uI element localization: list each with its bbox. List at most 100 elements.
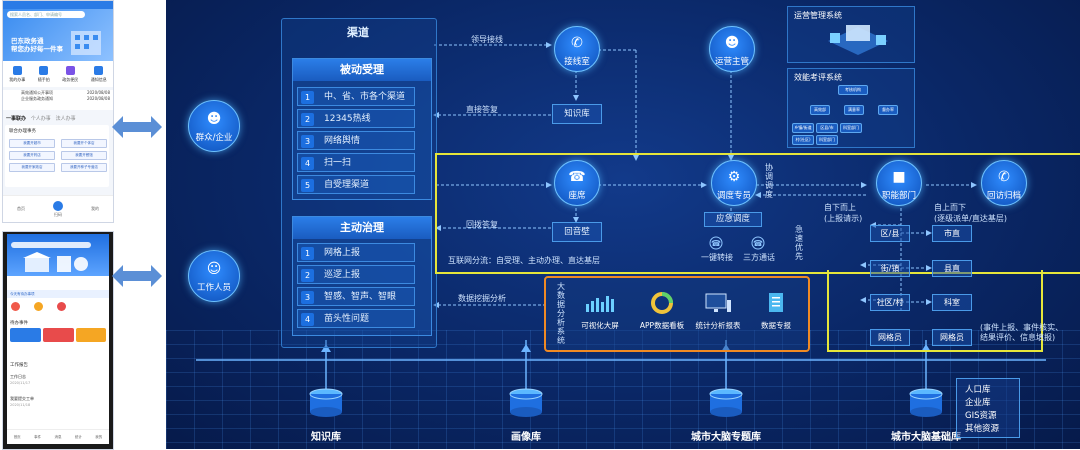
label-three-way: 三方通话 bbox=[743, 253, 775, 262]
bottom-nav: 首页 扫码 我的 bbox=[3, 195, 113, 222]
card-title: 联合办理事务 bbox=[9, 129, 36, 134]
dispatcher-node: ⚙ 调度专员 bbox=[711, 160, 757, 206]
affair-button[interactable]: 我要开家政店 bbox=[9, 163, 55, 172]
top-down-label: 自上而下(逐级派单/直达基层) bbox=[934, 203, 1007, 223]
double-arrow-icon bbox=[112, 265, 162, 287]
quick-icon-snapshot[interactable]: 随手拍 bbox=[38, 65, 50, 83]
staff-tip-bar[interactable]: 今天有待办事项 bbox=[7, 290, 109, 298]
task-icon[interactable] bbox=[11, 302, 20, 311]
banner-subtitle: 帮您办好每一件事 bbox=[11, 45, 63, 53]
callback-node: ✆ 回访归档 bbox=[981, 160, 1027, 206]
nav-item[interactable]: 首页 bbox=[13, 434, 21, 439]
level-right: 网格员 bbox=[932, 329, 972, 346]
person-icon: ☺ bbox=[206, 261, 222, 277]
label-reply: 回拨答复 bbox=[466, 220, 498, 229]
service-icon bbox=[65, 65, 75, 75]
search-input[interactable]: 搜索人员名、部门、申请编号 bbox=[7, 11, 85, 18]
seat-node: ☎ 座席 bbox=[554, 160, 600, 206]
label-direct: 直接答复 bbox=[466, 105, 498, 114]
database-icon bbox=[709, 388, 743, 417]
government-building-icon bbox=[23, 252, 88, 272]
active-title: 主动治理 bbox=[293, 217, 431, 239]
building-icon: ■ bbox=[892, 169, 906, 185]
nav-item[interactable]: 统计 bbox=[74, 434, 82, 439]
tab-personal[interactable]: 个人办事 bbox=[30, 116, 51, 122]
bell-icon bbox=[94, 65, 104, 75]
report-icon[interactable] bbox=[34, 302, 43, 311]
eval-node: 区县/市 bbox=[816, 123, 838, 133]
tool-stat-report: 统计分析报表 bbox=[688, 292, 748, 331]
ops-title: 运营管理系统 bbox=[794, 11, 842, 20]
level-left: 街/镇 bbox=[870, 260, 910, 277]
database-icon bbox=[309, 388, 343, 417]
section-todo: 待办事件 bbox=[10, 321, 28, 326]
nav-item[interactable]: 事件 bbox=[34, 434, 42, 439]
manager-node: ☻ 运营主管 bbox=[709, 26, 755, 72]
db-label: 城市大脑专题库 bbox=[691, 432, 761, 443]
alert-icon[interactable] bbox=[57, 302, 66, 311]
database-icon bbox=[509, 388, 543, 417]
phone-callback-icon: ✆ bbox=[998, 169, 1010, 185]
level-left: 社区/村 bbox=[870, 294, 910, 311]
staff-bottom-nav: 首页 事件 消息 统计 我的 bbox=[7, 429, 109, 444]
stat-card[interactable] bbox=[43, 328, 74, 342]
nav-mine[interactable]: 我的 bbox=[91, 206, 99, 211]
affair-button[interactable]: 我要开个体店 bbox=[61, 139, 107, 148]
coord-label: 协调调度 bbox=[765, 163, 773, 199]
eval-title: 效能考评系统 bbox=[794, 73, 842, 82]
bottom-up-label: 自下而上(上报请示) bbox=[824, 203, 863, 223]
phone-icon: ✆ bbox=[571, 35, 583, 51]
nav-scan[interactable]: 扫码 bbox=[53, 200, 63, 218]
scan-icon bbox=[53, 200, 63, 211]
conference-call-icon: ☎ bbox=[751, 236, 765, 250]
affair-button[interactable]: 我要开药店 bbox=[9, 151, 55, 160]
monitor-icon bbox=[705, 293, 731, 312]
section-reports: 工作报告 bbox=[10, 363, 28, 368]
label-data-mining: 数据挖掘分析 bbox=[458, 294, 506, 303]
priority-label: 急速优先 bbox=[795, 225, 803, 261]
affair-button[interactable]: 我要开种子专营店 bbox=[61, 163, 107, 172]
quick-icon-convenience[interactable]: 政务便民 bbox=[62, 65, 78, 83]
quick-icon-my-affairs[interactable]: 我的办事 bbox=[9, 65, 25, 83]
staff-app-header bbox=[7, 234, 109, 276]
nav-item[interactable]: 我的 bbox=[95, 434, 103, 439]
base-resource-list: 人口库 企业库 GIS资源 其他资源 bbox=[956, 378, 1020, 438]
quick-icon-notice[interactable]: 通知信息 bbox=[91, 65, 107, 83]
tab-legal[interactable]: 法人办事 bbox=[55, 116, 76, 122]
stat-card[interactable] bbox=[10, 328, 41, 342]
db-label: 画像库 bbox=[511, 432, 541, 443]
news-item[interactable]: 高效通知公开事项 2020/08/08 bbox=[21, 90, 110, 95]
affair-button[interactable]: 我要开餐馆 bbox=[61, 151, 107, 160]
joint-affairs-card: 联合办理事务 我要开超市 我要开个体店 我要开药店 我要开餐馆 我要开家政店 我… bbox=[5, 125, 109, 187]
headset-icon: ☎ bbox=[568, 169, 586, 185]
manager-icon: ☻ bbox=[724, 35, 740, 51]
quick-icons: 我的办事 随手拍 政务便民 通知信息 bbox=[3, 61, 113, 87]
database-icon bbox=[909, 388, 943, 417]
news-item[interactable]: 企业服务政务通知 2020/08/08 bbox=[21, 96, 110, 101]
affair-button[interactable]: 我要开超市 bbox=[9, 139, 55, 148]
stat-card[interactable] bbox=[76, 328, 106, 342]
affairs-tabs: 一事联办 个人办事 法人办事 bbox=[6, 115, 76, 122]
bigdata-panel bbox=[544, 276, 810, 352]
nav-home[interactable]: 首页 bbox=[17, 206, 25, 211]
tab-joint[interactable]: 一事联办 bbox=[6, 116, 27, 122]
citizen-app-screenshot: 巴东政务通 帮您办好每一件事 搜索人员名、部门、申请编号 我的办事 随手拍 政务… bbox=[2, 0, 114, 223]
eval-system-panel: 效能考评系统 考核机构 高效部 满意率 督办率 乡镇/街道 区县/市 科室部门 … bbox=[787, 68, 915, 148]
nav-item[interactable]: 消息 bbox=[54, 434, 62, 439]
level-left: 网格员 bbox=[870, 329, 910, 346]
staff-search-input[interactable] bbox=[11, 242, 91, 248]
function-dept-node: ■ 职能部门 bbox=[876, 160, 922, 206]
svg-text:☎: ☎ bbox=[711, 239, 721, 248]
passive-title: 被动受理 bbox=[293, 59, 431, 81]
